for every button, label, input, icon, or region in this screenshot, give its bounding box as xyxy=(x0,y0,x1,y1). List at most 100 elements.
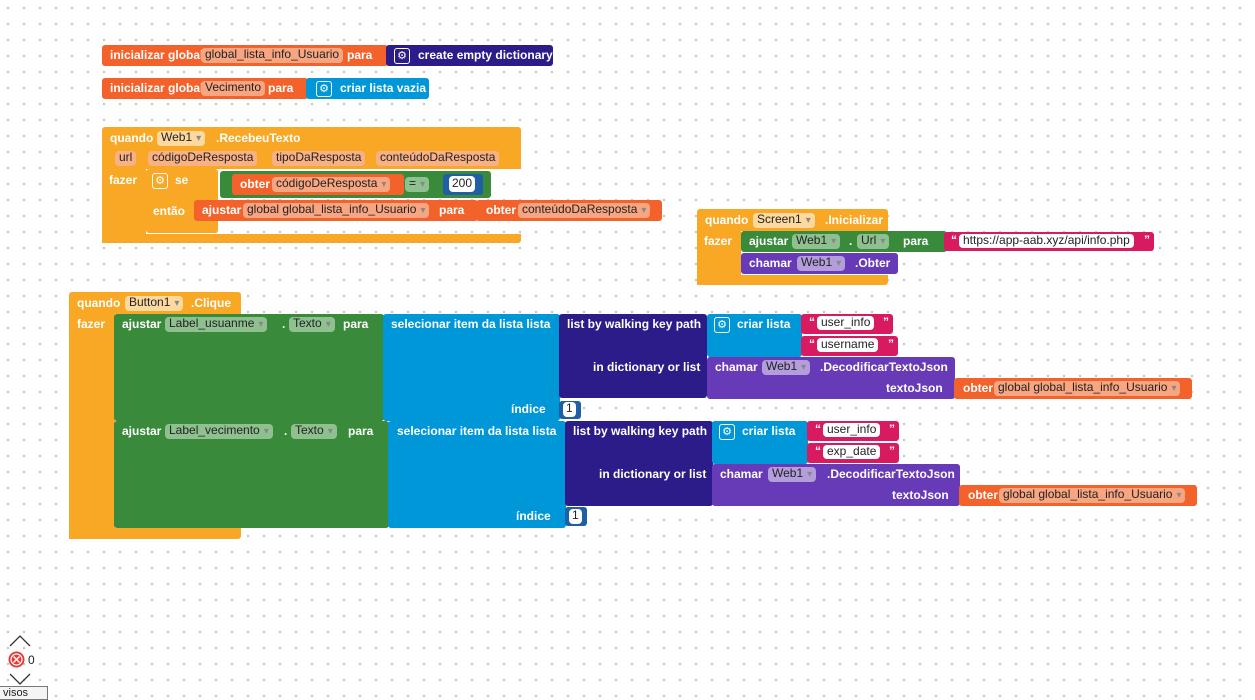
walk-key-path-block[interactable]: list by walking key path in dictionary o… xyxy=(559,314,707,398)
button-click-event-block[interactable]: quando Button1 .Clique fazer xyxy=(69,292,241,539)
create-empty-dictionary-block[interactable]: create empty dictionary xyxy=(386,45,553,66)
param-response-type[interactable]: tipoDaResposta xyxy=(272,151,366,166)
component-dropdown[interactable]: Label_vecimento xyxy=(165,424,273,439)
select-item-label: selecionar item da lista lista xyxy=(391,317,551,331)
global-variable-dropdown[interactable]: global global_lista_info_Usuario xyxy=(994,381,1181,396)
init-global-list-block[interactable]: inicializar global Vecimento para xyxy=(102,78,308,99)
make-list-label: criar lista xyxy=(742,424,796,438)
create-list-label: criar lista vazia xyxy=(340,81,427,95)
get-global-block[interactable]: obter global global_lista_info_Usuario xyxy=(959,485,1197,506)
key-text-block[interactable]: “ exp_date ” xyxy=(807,443,899,463)
key-text-block[interactable]: “ user_info ” xyxy=(807,421,899,441)
screen-init-event-block[interactable]: quando Screen1 .Inicializar fazer xyxy=(697,209,888,285)
call-label: chamar xyxy=(715,360,758,374)
number-block[interactable]: 200 xyxy=(443,174,483,195)
if-mutator-gear-icon[interactable] xyxy=(152,173,168,189)
component-dropdown[interactable]: Web1 xyxy=(792,234,841,249)
property-dropdown[interactable]: Texto xyxy=(289,317,335,332)
global-variable-dropdown[interactable]: global global_lista_info_Usuario xyxy=(243,203,430,218)
get-label: obter xyxy=(240,177,270,191)
component-dropdown[interactable]: Web1 xyxy=(762,360,811,375)
call-decode-json-block[interactable]: chamar Web1 .DecodificarTextoJson textoJ… xyxy=(712,464,960,506)
get-label: obter xyxy=(486,203,516,217)
make-list-block[interactable]: criar lista xyxy=(712,421,808,464)
get-response-content-block[interactable]: obter conteúdoDaResposta xyxy=(476,200,662,221)
when-label: quando xyxy=(110,131,154,145)
set-web-url-block[interactable]: ajustar Web1 . Url para xyxy=(741,231,947,252)
event-name: .RecebeuTexto xyxy=(216,131,301,145)
warnings-toggle-button[interactable]: visos xyxy=(0,686,48,700)
to-label: para xyxy=(343,317,369,331)
index-label: índice xyxy=(511,402,546,416)
event-name: .Inicializar xyxy=(825,213,884,227)
mutator-gear-icon[interactable] xyxy=(394,48,410,64)
key-text-field[interactable]: user_info xyxy=(823,423,881,437)
property-dropdown[interactable]: Texto xyxy=(291,424,337,439)
component-dropdown[interactable]: Button1 xyxy=(125,296,184,311)
component-dropdown[interactable]: Web1 xyxy=(768,467,817,482)
mutator-gear-icon[interactable] xyxy=(714,317,730,333)
to-label: para xyxy=(348,424,374,438)
property-dropdown[interactable]: Url xyxy=(857,234,890,249)
variable-name-field[interactable]: Vecimento xyxy=(201,81,266,96)
number-field[interactable]: 200 xyxy=(449,176,476,192)
key-text-field[interactable]: user_info xyxy=(817,316,875,330)
do-label: fazer xyxy=(109,173,138,187)
walk-key-path-block[interactable]: list by walking key path in dictionary o… xyxy=(565,421,713,506)
get-global-block[interactable]: obter global global_lista_info_Usuario xyxy=(954,378,1192,399)
index-label: índice xyxy=(516,509,551,523)
call-web-get-block[interactable]: chamar Web1 .Obter xyxy=(741,253,898,274)
index-number-field[interactable]: 1 xyxy=(563,402,576,417)
index-number-field[interactable]: 1 xyxy=(569,509,582,524)
event-left-rail xyxy=(69,314,115,539)
create-empty-list-block[interactable]: criar lista vazia xyxy=(306,78,429,99)
param-response-code[interactable]: códigoDeResposta xyxy=(148,151,258,166)
get-response-code-block[interactable]: obter códigoDeResposta xyxy=(232,174,404,195)
url-text-block[interactable]: “ https://app-aab.xyz/api/info.php ” xyxy=(944,232,1154,251)
init-global-dictionary-block[interactable]: inicializar global global_lista_info_Usu… xyxy=(102,45,388,66)
index-number-block[interactable]: 1 xyxy=(565,507,587,526)
key-text-block[interactable]: “ username ” xyxy=(801,336,898,356)
select-list-item-block[interactable]: selecionar item da lista lista índice xyxy=(388,421,566,528)
web-received-event-block[interactable]: quando Web1 .RecebeuTexto url códigoDeRe… xyxy=(102,127,521,243)
event-footer xyxy=(697,275,888,285)
mutator-gear-icon[interactable] xyxy=(316,81,332,97)
make-list-block[interactable]: criar lista xyxy=(707,314,802,357)
select-list-item-block[interactable]: selecionar item da lista lista índice xyxy=(383,314,560,421)
index-number-block[interactable]: 1 xyxy=(559,401,581,419)
event-footer xyxy=(69,528,241,539)
set-label: ajustar xyxy=(202,203,242,217)
operator-dropdown[interactable]: = xyxy=(405,177,430,192)
set-label: ajustar xyxy=(122,424,162,438)
global-variable-dropdown[interactable]: global global_lista_info_Usuario xyxy=(999,488,1186,503)
event-footer xyxy=(102,234,521,243)
set-label-text-block[interactable]: ajustar Label_vecimento . Texto para xyxy=(114,421,389,528)
warning-prev-arrow-icon[interactable] xyxy=(9,634,31,647)
make-list-label: criar lista xyxy=(737,317,791,331)
error-icon xyxy=(8,651,25,668)
json-text-label: textoJson xyxy=(886,381,943,395)
to-label: para xyxy=(903,234,929,248)
variable-name-field[interactable]: global_lista_info_Usuario xyxy=(201,48,344,63)
close-quote: ” xyxy=(889,444,895,458)
key-text-field[interactable]: username xyxy=(817,338,879,352)
close-quote: ” xyxy=(888,337,894,351)
component-dropdown[interactable]: Screen1 xyxy=(753,213,815,228)
url-text-field[interactable]: https://app-aab.xyz/api/info.php xyxy=(959,234,1134,248)
variable-dropdown[interactable]: códigoDeResposta xyxy=(272,177,391,192)
warning-next-arrow-icon[interactable] xyxy=(9,672,31,685)
param-response-content[interactable]: conteúdoDaResposta xyxy=(376,151,500,166)
variable-dropdown[interactable]: conteúdoDaResposta xyxy=(518,203,651,218)
key-text-field[interactable]: exp_date xyxy=(823,445,881,459)
in-dictionary-label: in dictionary or list xyxy=(599,467,707,481)
call-decode-json-block[interactable]: chamar Web1 .DecodificarTextoJson textoJ… xyxy=(707,357,955,399)
param-url[interactable]: url xyxy=(115,151,137,166)
component-dropdown[interactable]: Label_usuanme xyxy=(165,317,268,332)
mutator-gear-icon[interactable] xyxy=(719,424,735,440)
set-label: ajustar xyxy=(122,317,162,331)
component-dropdown[interactable]: Web1 xyxy=(157,131,206,146)
key-text-block[interactable]: “ user_info ” xyxy=(801,314,893,334)
set-label-text-block[interactable]: ajustar Label_usuanme . Texto para xyxy=(114,314,384,421)
component-dropdown[interactable]: Web1 xyxy=(797,256,846,271)
set-global-block[interactable]: ajustar global global_lista_info_Usuario… xyxy=(194,200,478,221)
